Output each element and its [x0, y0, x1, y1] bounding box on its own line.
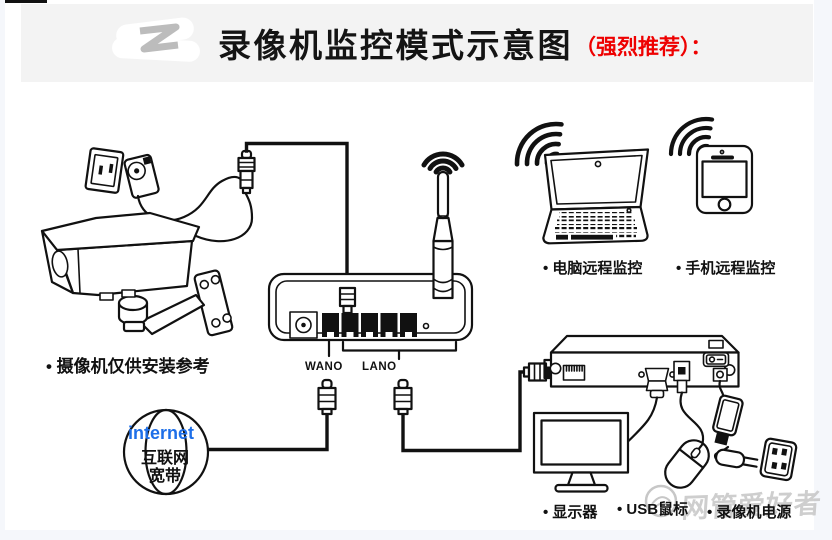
- lan-cable: [393, 362, 552, 453]
- camera-note-label: • 摄像机仅供安装参考: [46, 357, 210, 376]
- vga-cable: [627, 396, 659, 443]
- laptop-icon: [542, 148, 650, 245]
- cable-jack-icon: [338, 286, 357, 315]
- wan-port-label: WANO: [305, 361, 343, 373]
- logo-scribble: [110, 13, 210, 73]
- nvr-ethernet-port: [562, 364, 586, 381]
- power-adapter-icon: [123, 153, 254, 243]
- smartphone-icon: [695, 144, 754, 215]
- usb-cable: [679, 391, 705, 445]
- nvr-power-switch: [702, 351, 730, 368]
- router-icon: [267, 272, 474, 361]
- wan-cable: [206, 378, 337, 452]
- phone-remote-label: • 手机远程监控: [676, 260, 776, 277]
- nvr-power-jack: [712, 367, 728, 382]
- watermark-logo-icon: [644, 484, 678, 518]
- wall-outlet-icon: [759, 437, 798, 482]
- power-plug-icon: [714, 448, 759, 469]
- wall-outlet-icon: [84, 147, 125, 194]
- wifi-icon: [421, 151, 465, 175]
- nvr-vga-port: [638, 367, 676, 399]
- bullet-camera-icon: [40, 211, 234, 337]
- header: 录像机监控模式示意图 （强烈推荐）：: [110, 4, 712, 82]
- monitor-icon: [532, 411, 630, 493]
- router-lan-ports: [322, 313, 417, 337]
- monitor-label: • 显示器: [543, 504, 598, 521]
- page-title: 录像机监控模式示意图: [218, 27, 573, 64]
- broadband-label: 宽带: [149, 468, 182, 485]
- lan-port-label: LANO: [362, 361, 397, 373]
- internet-globe-icon: [122, 408, 210, 496]
- logo-mark-remnant: [139, 23, 180, 53]
- mouse-icon: [664, 439, 710, 489]
- nvr-power-chain: [712, 379, 798, 482]
- nvr-power-label: • 录像机电源: [707, 504, 792, 521]
- nvr-icon: [543, 334, 740, 399]
- power-adapter-icon: [712, 394, 744, 446]
- page-title-highlight: （强烈推荐）：: [575, 36, 712, 59]
- internet-label-cn: 互联网: [141, 450, 190, 467]
- nvr-usb-port: [673, 360, 691, 394]
- top-left-line: [5, 0, 47, 3]
- internet-label-en: internet: [128, 423, 195, 443]
- pc-remote-label: • 电脑远程监控: [543, 260, 643, 277]
- cable-jack-icon: [237, 149, 256, 195]
- watermark: 网管爱好者: [640, 478, 832, 528]
- camera-to-router-cable: [244, 141, 349, 291]
- camera-wall-plate: [193, 269, 234, 337]
- antenna-icon: [432, 170, 454, 300]
- usb-mouse-label: • USB鼠标: [617, 501, 689, 518]
